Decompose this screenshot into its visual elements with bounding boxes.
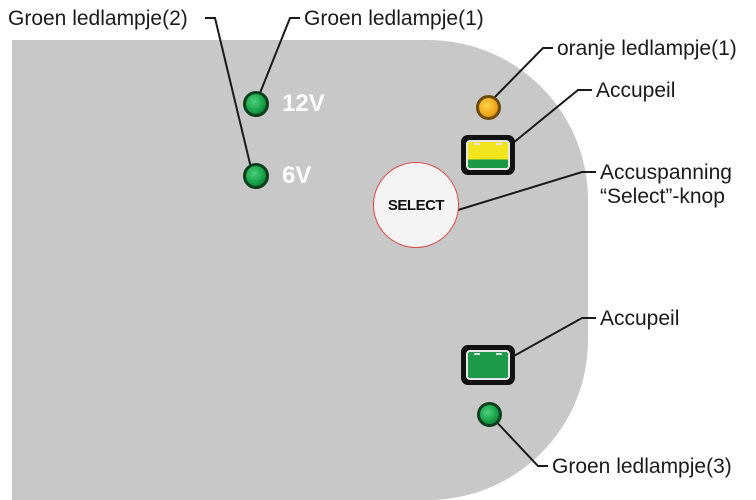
green-led-2 — [243, 163, 269, 189]
leader-accuspanning — [457, 171, 596, 211]
battery-icon — [466, 140, 510, 170]
label-6v: 6V — [282, 162, 312, 189]
leader-accupeil-top — [501, 89, 592, 153]
callout-oranje-led-1: oranje ledlampje(1) — [557, 37, 737, 60]
callout-lines — [205, 17, 596, 467]
select-button[interactable]: SELECT — [373, 162, 459, 248]
leader-groen-led-2 — [205, 17, 253, 173]
select-button-label: SELECT — [387, 196, 445, 214]
callout-groen-led-2: Groen ledlampje(2) — [8, 7, 188, 30]
green-led-1 — [243, 91, 269, 117]
callout-accupeil-top: Accupeil — [596, 79, 676, 102]
leader-oranje-led-1 — [489, 47, 553, 103]
leader-groen-led-3 — [489, 414, 548, 467]
orange-led-1 — [476, 95, 501, 120]
callout-groen-led-1: Groen ledlampje(1) — [304, 7, 484, 30]
battery-level-indicator-bottom — [461, 345, 515, 385]
callout-accuspanning: Accuspanning — [600, 161, 732, 184]
callout-groen-led-3: Groen ledlampje(3) — [552, 455, 732, 478]
battery-level-indicator-top — [461, 135, 515, 175]
leader-accupeil-bottom — [502, 317, 596, 363]
battery-icon — [466, 350, 510, 380]
callout-accupeil-bottom: Accupeil — [600, 307, 680, 330]
leader-groen-led-1 — [257, 17, 300, 99]
callout-select-knop: “Select”-knop — [600, 185, 725, 208]
label-12v: 12V — [282, 90, 325, 117]
green-led-3 — [477, 402, 502, 427]
